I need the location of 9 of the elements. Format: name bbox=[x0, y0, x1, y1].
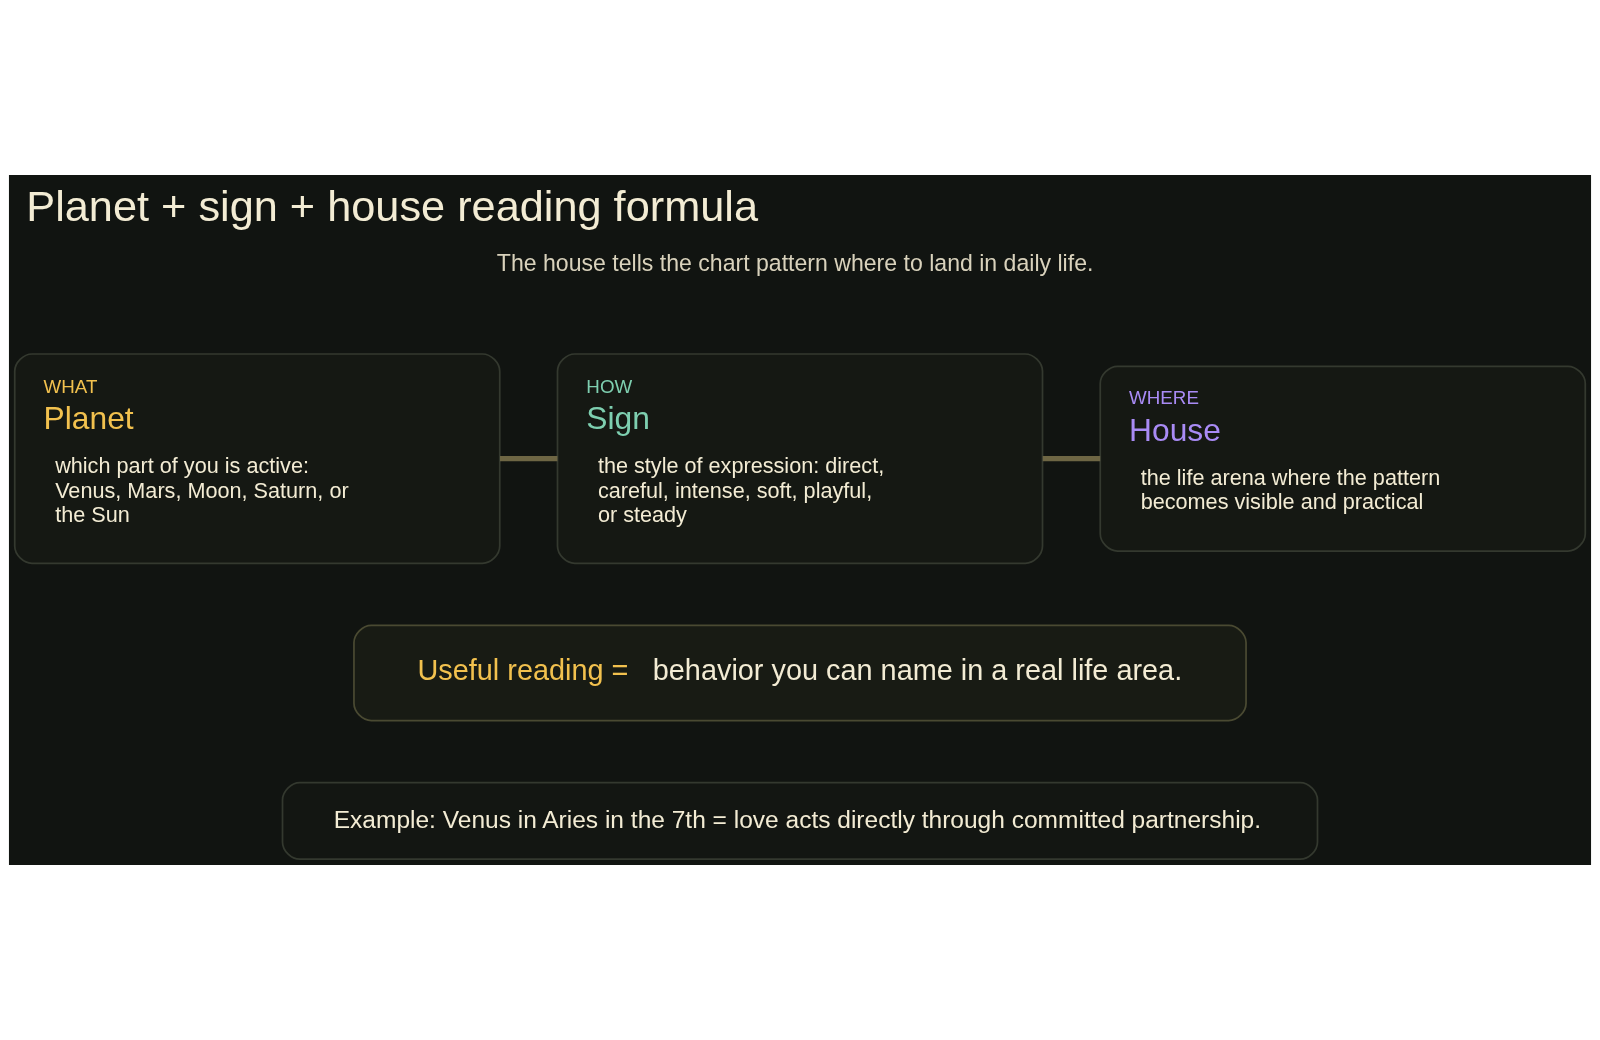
connector bbox=[1042, 456, 1101, 462]
node-box: HOW Sign the style of expression: direct, careful, intense, soft, playful, or steady bbox=[556, 353, 1044, 565]
label: The house tells the chart pattern where to land in daily life. bbox=[496, 250, 1094, 277]
node-box: Example: Venus in Aries in the 7th = love acts directly through committed partnership. bbox=[281, 781, 1319, 861]
node-box: Useful reading = behavior you can name in a real life area. bbox=[353, 624, 1247, 722]
node-box: WHERE House the life arena where the pattern becomes visible and practical bbox=[1099, 365, 1587, 552]
connector bbox=[500, 456, 558, 462]
node-box: WHAT Planet which part of you is active: Venus, Mars, Moon, Saturn, or the Sun bbox=[13, 353, 501, 565]
diagram-title: Planet + sign + house reading formula bbox=[26, 182, 758, 231]
